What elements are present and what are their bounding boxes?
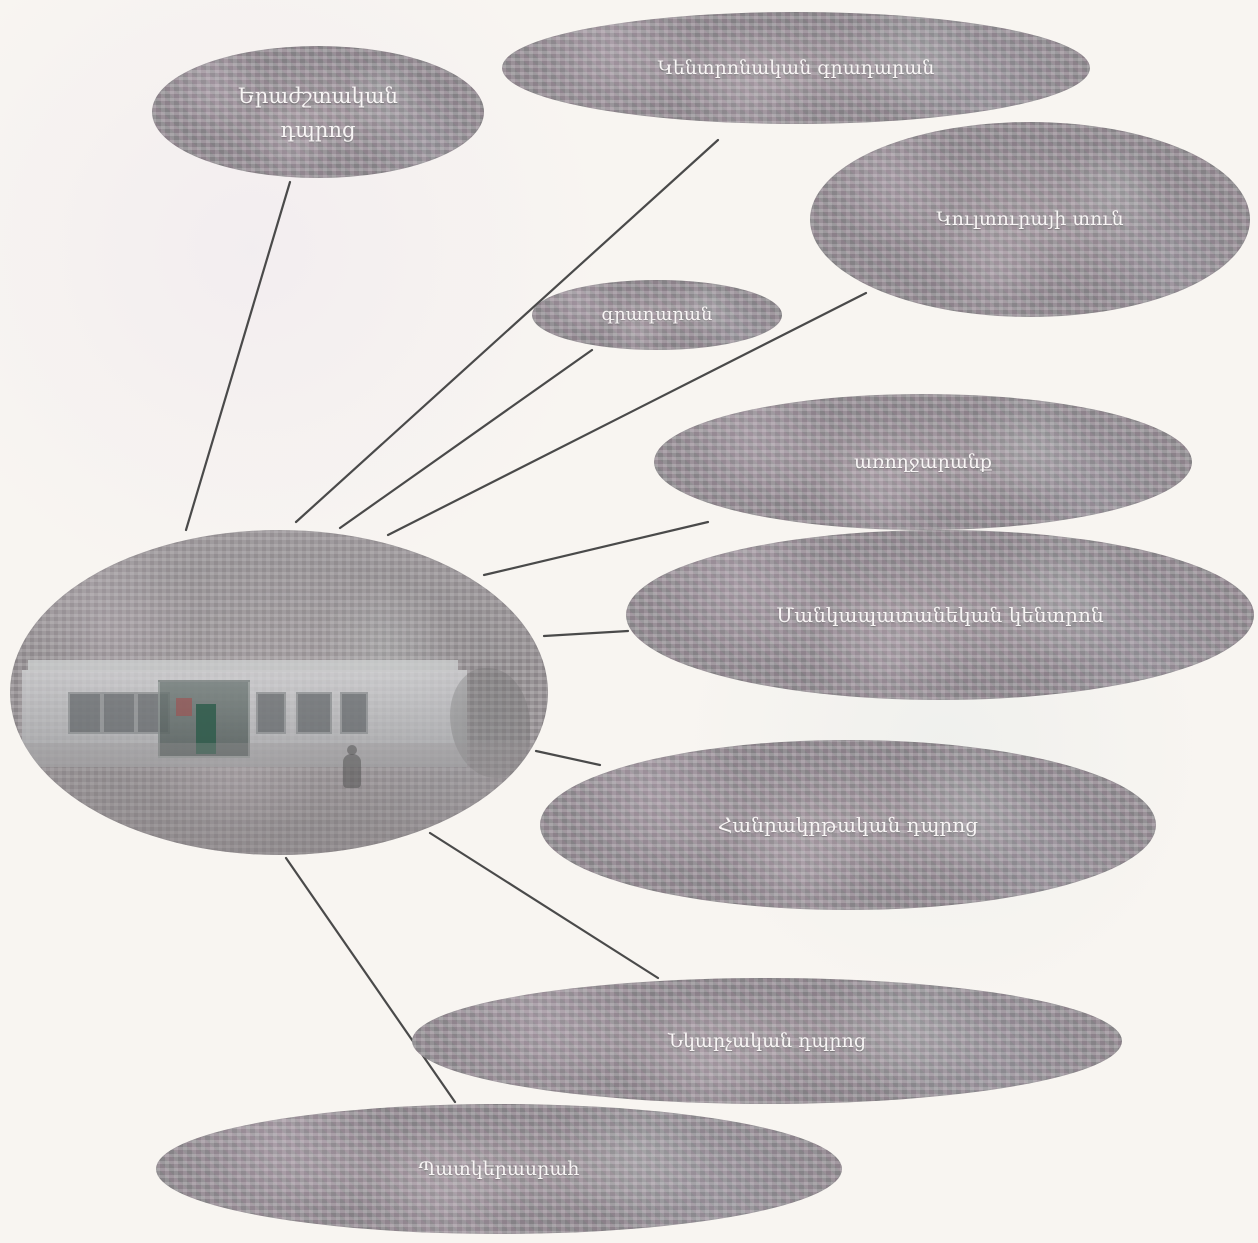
building-roof — [28, 660, 458, 670]
building-window — [340, 692, 368, 734]
person-silhouette — [343, 754, 361, 788]
central-library-label: Կենտրոնական գրադարան — [502, 12, 1090, 124]
music-school-node: Երաժշտական դպրոց — [152, 46, 484, 178]
library-label: գրադարան — [532, 280, 782, 350]
photo-ground — [10, 743, 548, 855]
connector-youth-center — [544, 631, 628, 636]
photo-sky — [10, 530, 548, 660]
central-library-node: Կենտրոնական գրադարան — [502, 12, 1090, 124]
connector-library — [340, 350, 592, 528]
building-sign — [176, 698, 192, 716]
health-center-label: առողջարանք — [654, 394, 1192, 530]
gallery-node: Պատկերասրահ — [156, 1104, 842, 1234]
health-center-node: առողջարանք — [654, 394, 1192, 530]
culture-house-label: Կուլտուրայի տուն — [810, 122, 1250, 317]
library-node: գրադարան — [532, 280, 782, 350]
building-window — [68, 692, 102, 734]
public-school-node: Հանրակրթական դպրոց — [540, 740, 1156, 910]
building-photo — [10, 530, 548, 855]
music-school-label: Երաժշտական դպրոց — [152, 46, 484, 178]
youth-center-label: Մանկապատանեկան կենտրոն — [626, 530, 1254, 700]
public-school-label: Հանրակրթական դպրոց — [540, 740, 1156, 910]
art-school-node: Նկարչական դպրոց — [412, 978, 1122, 1104]
building-window — [102, 692, 136, 734]
connector-music-school — [186, 182, 290, 530]
building-window — [296, 692, 332, 734]
youth-center-node: Մանկապատանեկան կենտրոն — [626, 530, 1254, 700]
center-photo-node — [10, 530, 548, 855]
building-window — [256, 692, 286, 734]
art-school-label: Նկարչական դպրոց — [412, 978, 1122, 1104]
culture-house-node: Կուլտուրայի տուն — [810, 122, 1250, 317]
gallery-label: Պատկերասրահ — [156, 1104, 842, 1234]
